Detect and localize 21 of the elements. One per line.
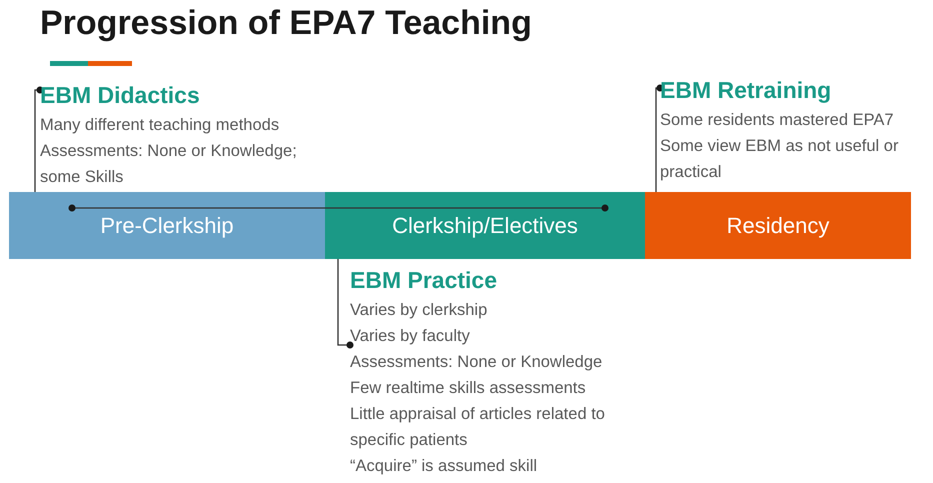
bullet-text: Little appraisal of articles related to specific patients [350, 404, 606, 451]
callout-heading: EBM Didactics [40, 81, 201, 110]
leader-line [68, 204, 608, 212]
timeline-segment: Pre-Clerkship [9, 192, 325, 259]
bullet-text: Many different teaching methods [40, 115, 280, 136]
callout-heading: EBM Retraining [660, 76, 832, 105]
bullet-text: Varies by faculty [350, 326, 471, 347]
leader-line [337, 259, 354, 348]
title: Progression of EPA7 Teaching [40, 4, 532, 43]
timeline-segment: Residency [645, 192, 911, 259]
bullet-text: Some residents mastered EPA7 [660, 110, 895, 131]
bullet-text: Assessments: None or Knowledge [350, 352, 604, 373]
timeline-segment: Clerkship/Electives [325, 192, 645, 259]
bullet-text: Few realtime skills assessments [350, 378, 587, 399]
bullet-text: Varies by clerkship [350, 300, 488, 321]
callout-heading: EBM Practice [350, 266, 498, 295]
bullet-text: Some view EBM as not useful or practical [660, 136, 900, 183]
leader-line [34, 86, 44, 192]
bullet-text: “Acquire” is assumed skill [350, 456, 538, 477]
bullet-text: Assessments: None or Knowledge; some Skills [40, 141, 298, 188]
leader-line [655, 84, 664, 192]
